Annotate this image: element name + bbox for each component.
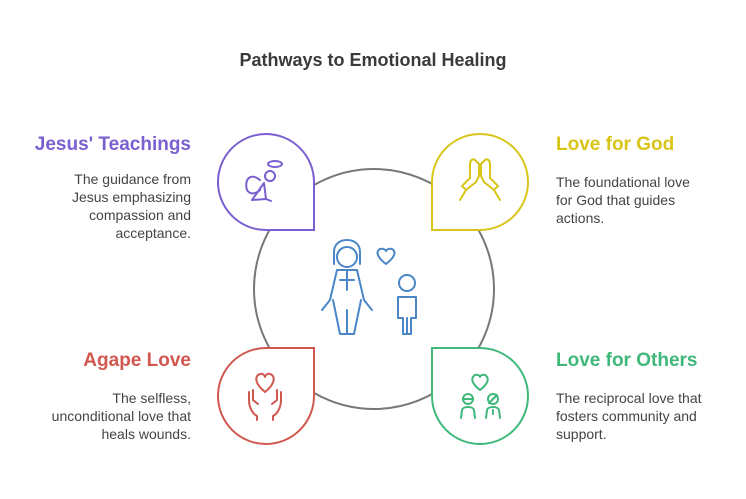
desc-line: acceptance. bbox=[115, 225, 192, 241]
desc-line: unconditional love that bbox=[51, 408, 191, 424]
central-ring bbox=[253, 168, 495, 410]
desc-love-for-god: The foundational love for God that guide… bbox=[556, 173, 690, 227]
desc-line: actions. bbox=[556, 210, 605, 226]
node-agape-love bbox=[217, 347, 315, 446]
desc-line: The guidance from bbox=[74, 171, 191, 187]
node-love-for-others bbox=[431, 347, 529, 446]
heading-jesus-teachings: Jesus' Teachings bbox=[34, 134, 191, 155]
desc-agape-love: The selfless, unconditional love that he… bbox=[52, 389, 191, 443]
node-jesus-teachings bbox=[217, 132, 315, 231]
angel-icon bbox=[245, 160, 283, 202]
node-love-for-god bbox=[431, 132, 529, 231]
desc-line: The reciprocal love that bbox=[556, 390, 702, 406]
node-shape-jesus-teachings bbox=[217, 132, 315, 231]
desc-line: Jesus emphasizing bbox=[71, 189, 191, 205]
desc-line: support. bbox=[556, 426, 607, 442]
desc-line: The selfless, bbox=[112, 390, 191, 406]
parent-child-heart-icon bbox=[321, 239, 417, 335]
people-heart-icon bbox=[460, 373, 501, 419]
desc-line: for God that guides bbox=[556, 192, 676, 208]
diagram-title: Pathways to Emotional Healing bbox=[239, 50, 507, 70]
desc-line: heals wounds. bbox=[101, 426, 191, 442]
node-shape-agape-love bbox=[217, 347, 315, 446]
desc-love-for-others: The reciprocal love that fosters communi… bbox=[556, 389, 702, 443]
praying-hands-icon bbox=[459, 158, 501, 201]
heading-agape-love: Agape Love bbox=[83, 350, 191, 371]
desc-line: compassion and bbox=[89, 207, 191, 223]
desc-line: The foundational love bbox=[556, 174, 690, 190]
heading-love-for-god: Love for God bbox=[556, 134, 675, 155]
node-shape-love-for-others bbox=[431, 347, 529, 446]
hands-heart-icon bbox=[248, 372, 282, 421]
node-shape-love-for-god bbox=[431, 132, 529, 231]
heading-love-for-others: Love for Others bbox=[556, 350, 698, 371]
desc-line: fosters community and bbox=[556, 408, 697, 424]
desc-jesus-teachings: The guidance from Jesus emphasizing comp… bbox=[72, 170, 191, 242]
